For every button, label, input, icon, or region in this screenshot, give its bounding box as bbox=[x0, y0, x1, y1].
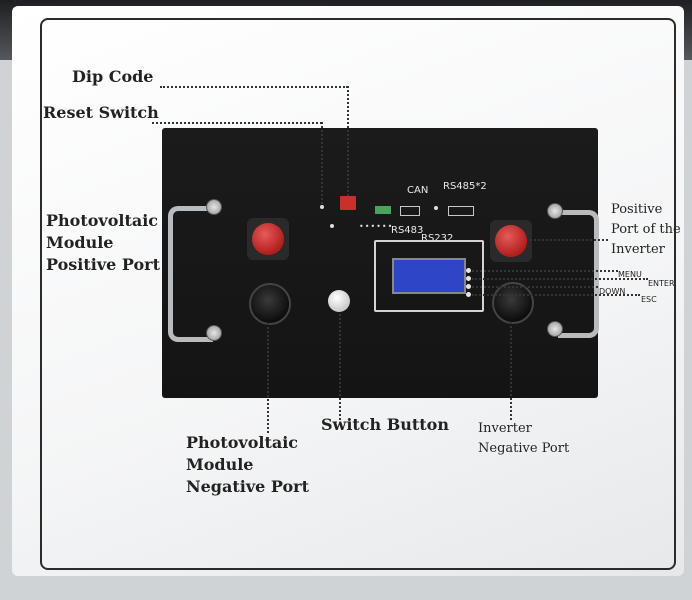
inverter-positive-leader bbox=[530, 239, 608, 241]
rs485-label: RS485*2 bbox=[443, 181, 487, 192]
right-handle bbox=[558, 210, 599, 338]
rs232-port bbox=[434, 206, 438, 210]
handle-bolt bbox=[547, 321, 563, 337]
device-panel bbox=[162, 128, 598, 398]
display-frame bbox=[374, 240, 484, 312]
enter-label: ENTER bbox=[648, 279, 675, 288]
label-line: Photovoltaic bbox=[186, 433, 299, 452]
pv-negative-label: Photovoltaic Module Negative Port bbox=[186, 432, 309, 498]
esc-leader bbox=[472, 294, 640, 296]
inverter-positive-port bbox=[490, 220, 532, 262]
pv-negative-leader bbox=[267, 323, 269, 433]
rs483-label: RS483 bbox=[391, 225, 424, 236]
handle-bolt bbox=[547, 203, 563, 219]
esc-label: ESC bbox=[641, 295, 657, 304]
handle-bolt bbox=[206, 199, 222, 215]
reset-switch-leader bbox=[152, 122, 322, 124]
switch-button-label: Switch Button bbox=[321, 415, 449, 434]
down-label: DOWN bbox=[599, 287, 626, 296]
pv-positive-label: Photovoltaic Module Positive Port bbox=[46, 210, 160, 276]
inverter-positive-label: Positive Port of the Inverter bbox=[611, 200, 681, 260]
dip-code-leader bbox=[347, 86, 349, 196]
label-line: Module bbox=[46, 233, 114, 252]
terminal-block bbox=[375, 206, 391, 214]
dip-code-switch bbox=[340, 196, 356, 210]
reset-switch-leader bbox=[321, 122, 323, 204]
inverter-negative-port bbox=[492, 282, 534, 324]
label-line: Positive bbox=[611, 202, 663, 217]
handle-bolt bbox=[206, 325, 222, 341]
dip-code-label: Dip Code bbox=[72, 67, 154, 86]
label-line: Port of the bbox=[611, 222, 681, 237]
rs232-label: RS232 bbox=[421, 233, 454, 244]
rs485-port bbox=[448, 206, 474, 216]
lcd-screen bbox=[392, 258, 466, 294]
menu-label: MENU bbox=[618, 270, 642, 279]
pv-negative-port bbox=[249, 283, 291, 325]
indicator-led bbox=[330, 224, 334, 228]
down-leader bbox=[472, 286, 598, 288]
pv-positive-port bbox=[247, 218, 289, 260]
label-line: Module bbox=[186, 455, 254, 474]
label-line: Inverter bbox=[611, 242, 665, 257]
can-label: CAN bbox=[407, 185, 429, 196]
dotted-connector: •••••• bbox=[359, 222, 394, 231]
inverter-negative-leader bbox=[510, 322, 512, 420]
enter-button bbox=[466, 276, 471, 281]
menu-button bbox=[466, 268, 471, 273]
switch-button bbox=[328, 290, 350, 312]
reset-switch-label: Reset Switch bbox=[43, 103, 159, 122]
label-line: Inverter bbox=[478, 421, 532, 436]
reset-switch bbox=[320, 205, 324, 209]
enter-leader bbox=[472, 278, 648, 280]
dip-code-leader bbox=[160, 86, 348, 88]
inverter-negative-label: Inverter Negative Port bbox=[478, 419, 569, 459]
down-button bbox=[466, 284, 471, 289]
left-handle bbox=[168, 206, 213, 342]
label-line: Negative Port bbox=[478, 441, 570, 456]
diagram-frame bbox=[40, 18, 676, 570]
can-port bbox=[400, 206, 420, 216]
switch-button-leader bbox=[339, 314, 341, 420]
esc-button bbox=[466, 292, 471, 297]
label-line: Photovoltaic bbox=[46, 211, 159, 230]
label-line: Positive Port bbox=[46, 255, 160, 274]
label-line: Negative Port bbox=[186, 477, 309, 496]
menu-leader bbox=[472, 270, 618, 272]
